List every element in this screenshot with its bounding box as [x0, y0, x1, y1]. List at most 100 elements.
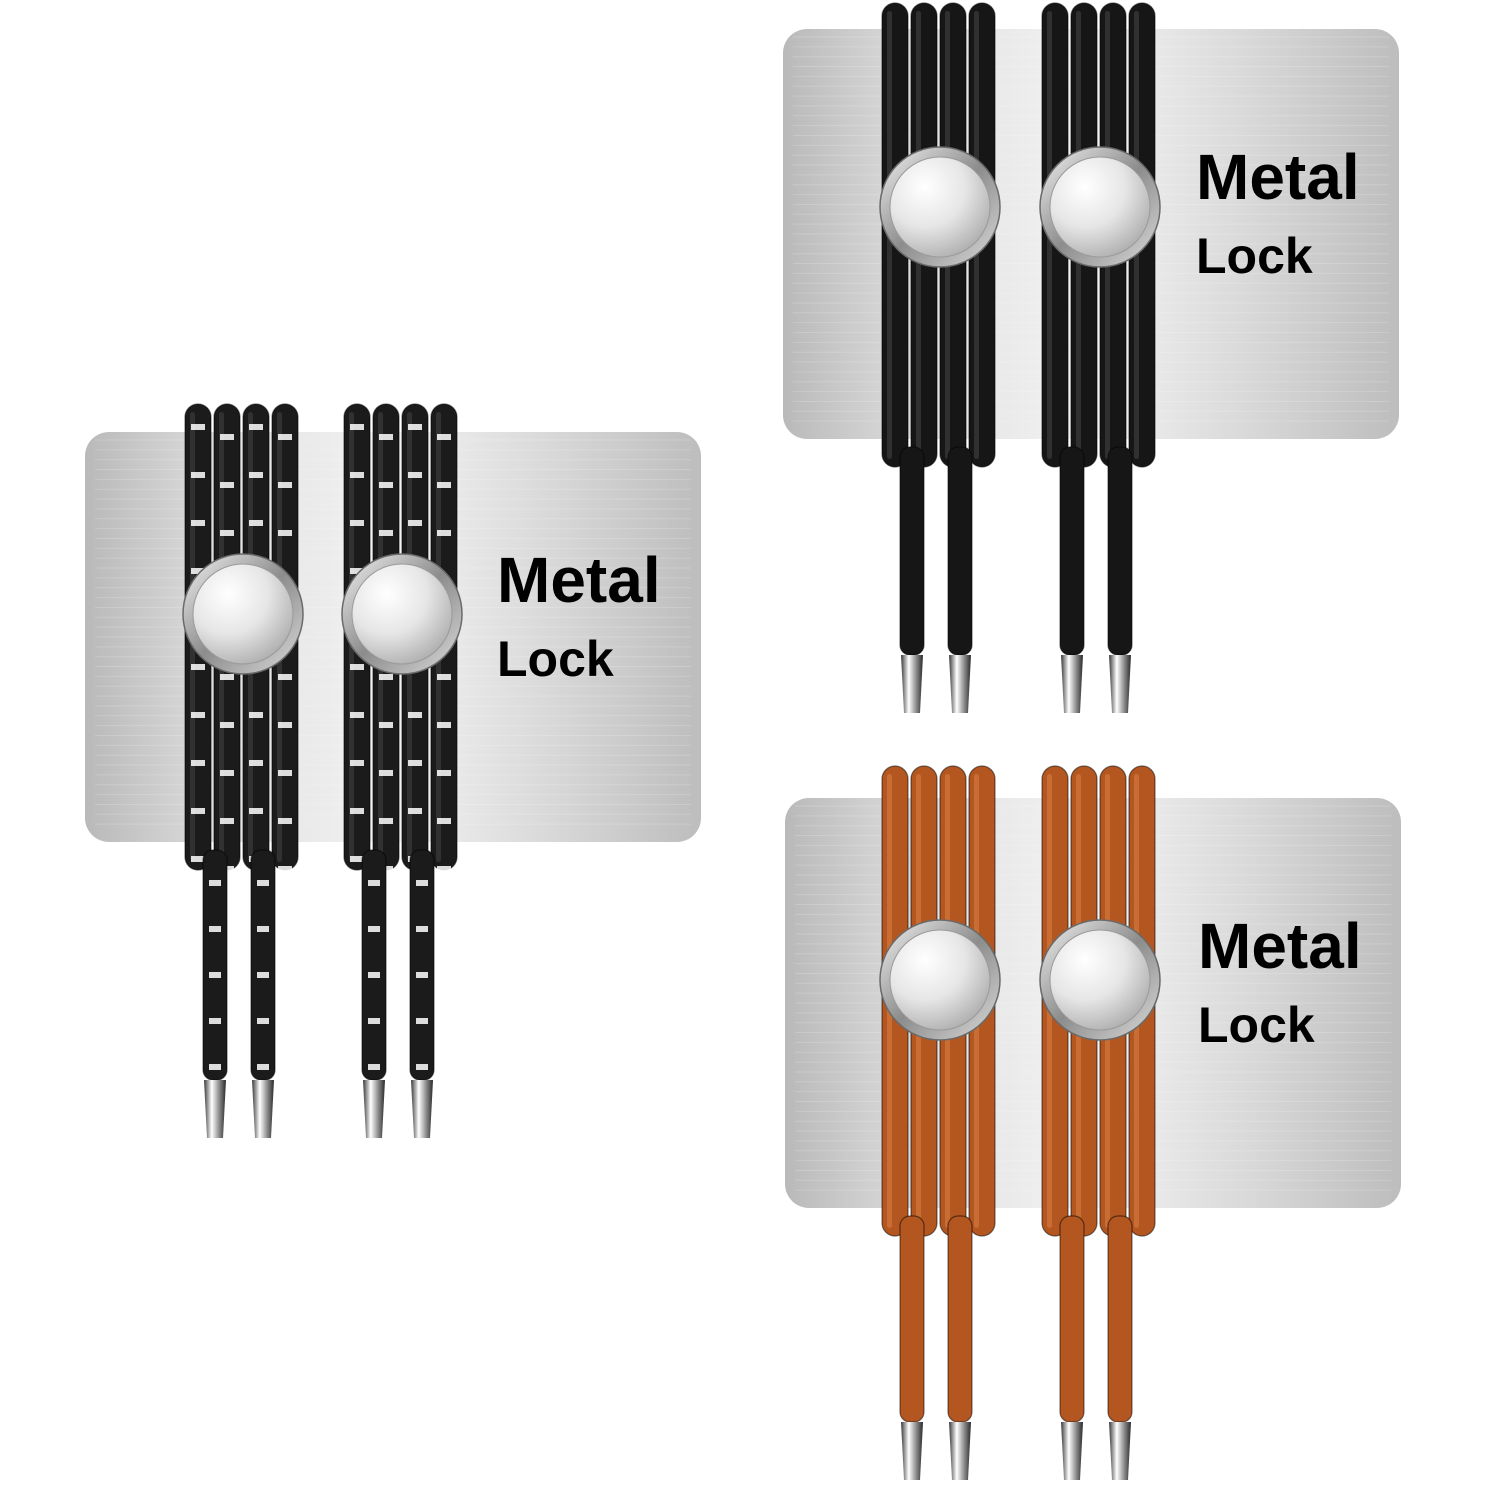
lace-dash: [220, 482, 234, 488]
lace-dash: [350, 520, 364, 526]
aglet-tip: [363, 1080, 385, 1138]
label-metal: Metal: [1198, 910, 1362, 982]
lace-dash: [350, 760, 364, 766]
lace-dash: [209, 926, 221, 932]
lace-dash: [257, 880, 269, 886]
lace-dash: [209, 1018, 221, 1024]
lace-dash: [191, 472, 205, 478]
lace-end: [947, 1215, 973, 1423]
lace-dash: [437, 722, 451, 728]
product-brown-orange-laces: [785, 765, 1401, 1480]
lace-end: [1107, 446, 1133, 656]
lace-dash: [209, 1064, 221, 1070]
label-metal: Metal: [1196, 141, 1360, 213]
lace-dash: [416, 1018, 428, 1024]
lace-end: [1107, 1215, 1133, 1423]
lace-dash: [220, 770, 234, 776]
lace-dash: [350, 856, 364, 862]
lace-dash: [191, 856, 205, 862]
lace-dash: [379, 434, 393, 440]
lace-dash: [350, 472, 364, 478]
lace-dash: [249, 520, 263, 526]
aglet-tip: [949, 655, 971, 713]
aglet-tip: [1109, 655, 1131, 713]
lace-dash: [249, 712, 263, 718]
lace-dash: [350, 568, 364, 574]
aglet-tip: [252, 1080, 274, 1138]
lace-bundle: [182, 403, 304, 1138]
lace-bundle: [879, 2, 1001, 713]
aglet-tip: [411, 1080, 433, 1138]
lace-dash: [278, 674, 292, 680]
lace-dash: [379, 530, 393, 536]
lace-dash: [408, 520, 422, 526]
lace-bundle: [1039, 2, 1161, 713]
lace-dash: [350, 664, 364, 670]
lace-bundle: [1039, 765, 1161, 1480]
aglet-tip: [1061, 1422, 1083, 1480]
lock-disc: [889, 929, 991, 1031]
lace-dash: [379, 674, 393, 680]
lace-dash: [379, 482, 393, 488]
lace-dash: [416, 1064, 428, 1070]
aglet-tip: [949, 1422, 971, 1480]
lace-dash: [191, 520, 205, 526]
lace-dash: [350, 808, 364, 814]
lace-dash: [408, 424, 422, 430]
lock-disc: [889, 156, 991, 258]
lace-dash: [408, 808, 422, 814]
lace-end: [1059, 446, 1085, 656]
lace-dash: [408, 760, 422, 766]
lock-disc: [1049, 929, 1151, 1031]
lace-dash: [408, 472, 422, 478]
lace-dash: [350, 712, 364, 718]
lace-end: [947, 446, 973, 656]
lace-dash: [191, 424, 205, 430]
lace-dash: [220, 818, 234, 824]
lace-end: [899, 1215, 925, 1423]
label-lock: Lock: [497, 631, 614, 687]
lace-dash: [278, 530, 292, 536]
lace-dash: [209, 972, 221, 978]
lace-dash: [350, 424, 364, 430]
lace-dash: [220, 530, 234, 536]
lace-dash: [249, 808, 263, 814]
lock-disc: [1049, 156, 1151, 258]
lace-dash: [220, 674, 234, 680]
lace-dash: [368, 1018, 380, 1024]
lace-dash: [437, 482, 451, 488]
lace-dash: [249, 472, 263, 478]
lace-end: [899, 446, 925, 656]
lace-dash: [209, 880, 221, 886]
lace-dash: [278, 770, 292, 776]
lace-dash: [379, 770, 393, 776]
lace-dash: [191, 664, 205, 670]
lace-dash: [257, 972, 269, 978]
lace-dash: [278, 434, 292, 440]
lace-dash: [437, 674, 451, 680]
lace-dash: [249, 424, 263, 430]
lace-dash: [379, 722, 393, 728]
lock-disc: [351, 563, 453, 665]
lace-dash: [368, 926, 380, 932]
lace-dash: [249, 760, 263, 766]
lace-dash: [191, 568, 205, 574]
lace-dash: [379, 818, 393, 824]
lace-dash: [437, 770, 451, 776]
aglet-tip: [901, 655, 923, 713]
lace-bundle: [879, 765, 1001, 1480]
lock-disc: [192, 563, 294, 665]
lace-dash: [257, 1064, 269, 1070]
label-lock: Lock: [1198, 997, 1315, 1053]
lace-dash: [368, 1064, 380, 1070]
lace-dash: [416, 880, 428, 886]
aglet-tip: [901, 1422, 923, 1480]
label-metal: Metal: [497, 544, 661, 616]
aglet-tip: [1109, 1422, 1131, 1480]
lace-dash: [437, 866, 451, 872]
label-lock: Lock: [1196, 228, 1313, 284]
lace-end: [1059, 1215, 1085, 1423]
lace-dash: [437, 818, 451, 824]
lace-dash: [278, 722, 292, 728]
lace-dash: [408, 712, 422, 718]
